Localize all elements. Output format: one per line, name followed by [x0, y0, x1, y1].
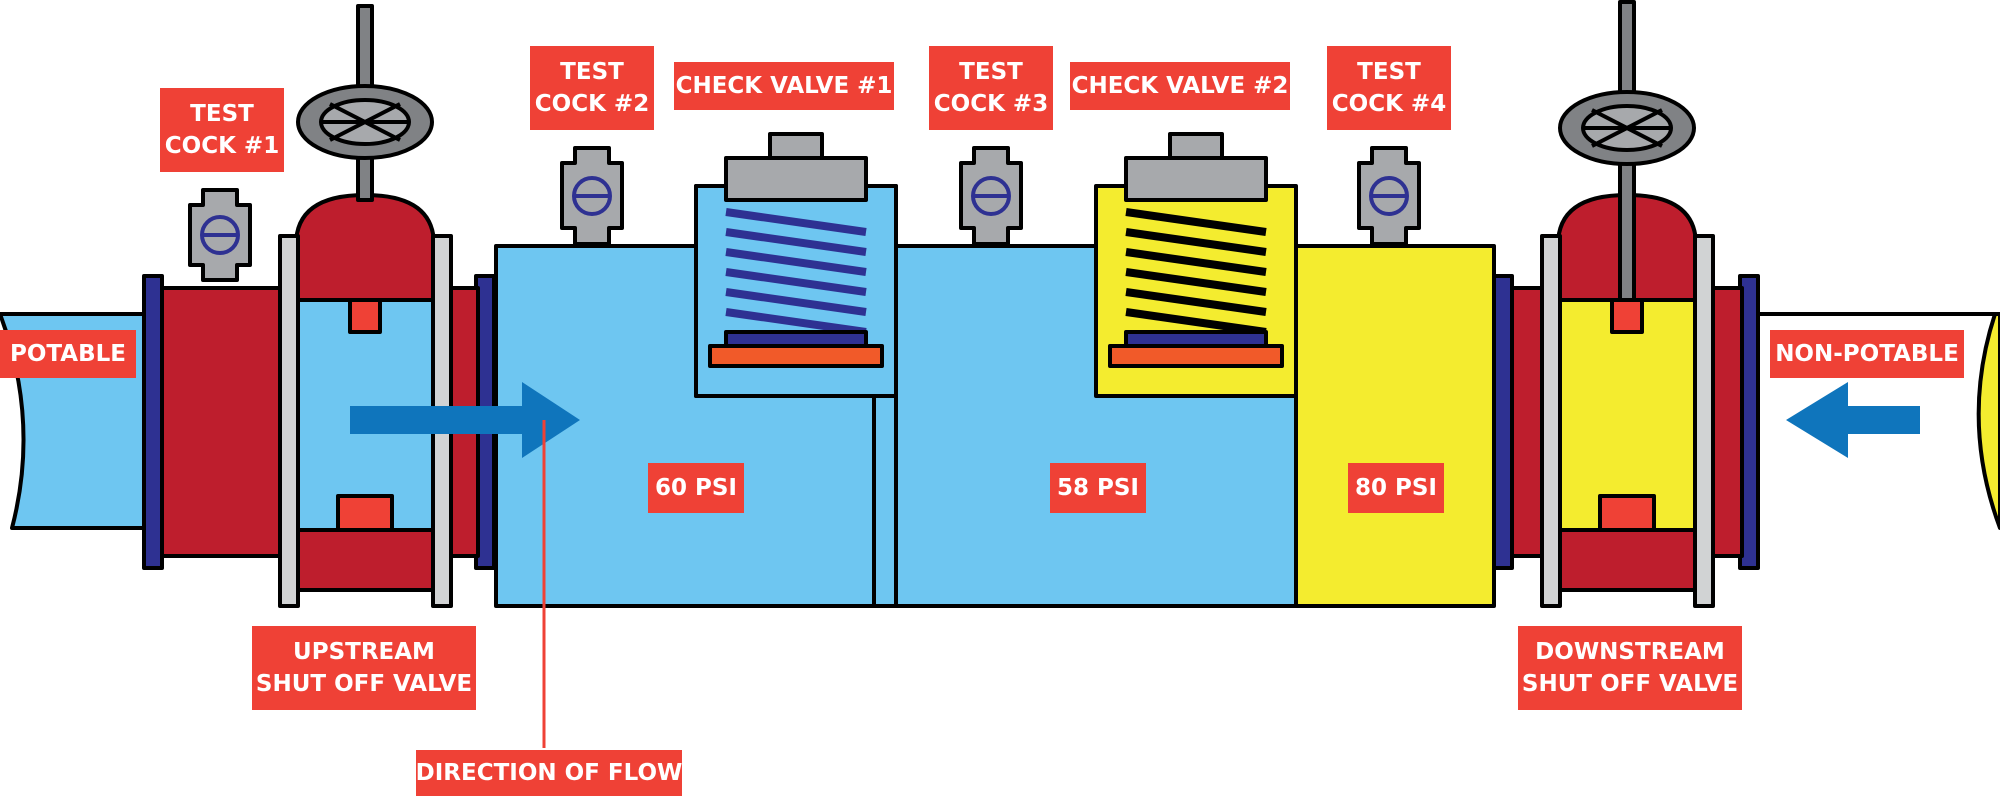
downstream-handwheel-icon — [1558, 90, 1696, 166]
test-cock-3-label-line2: COCK #3 — [934, 91, 1048, 117]
check-valve-1-label: CHECK VALVE #1 — [674, 62, 894, 110]
test-cock-4-label-line1: TEST — [1357, 59, 1421, 85]
test-cock-4-label-line2: COCK #4 — [1332, 91, 1446, 117]
flow-arrow-right-icon — [350, 382, 580, 458]
zone-1-pressure-label: 60 PSI — [648, 463, 744, 513]
test-cock-3-label-line1: TEST — [959, 59, 1023, 85]
spring-2-icon — [1108, 132, 1284, 368]
potable-label: POTABLE — [0, 330, 136, 378]
test-cock-1-valve-icon — [200, 215, 240, 255]
test-cock-4-label: TEST COCK #4 — [1327, 46, 1451, 130]
downstream-valve-label: DOWNSTREAM SHUT OFF VALVE — [1518, 626, 1742, 710]
flange-right — [1492, 274, 1514, 570]
outlet-pipe — [1753, 312, 2000, 530]
inlet-flange — [142, 274, 164, 570]
test-cock-2[interactable] — [560, 146, 624, 246]
test-cock-4-valve-icon — [1369, 176, 1409, 216]
downstream-shut-off-valve — [1510, 0, 1744, 608]
upstream-valve-label: UPSTREAM SHUT OFF VALVE — [252, 626, 476, 710]
test-cock-1-label-line2: COCK #1 — [165, 133, 279, 159]
test-cock-3-label: TEST COCK #3 — [929, 46, 1053, 130]
test-cock-2-label: TEST COCK #2 — [530, 46, 654, 130]
check-valve-2 — [1094, 132, 1494, 608]
potable-label-text: POTABLE — [10, 341, 126, 367]
test-cock-1-label-line1: TEST — [190, 101, 254, 127]
test-cock-4[interactable] — [1357, 146, 1421, 246]
test-cock-2-valve-icon — [572, 176, 612, 216]
zone-3-pressure-label: 80 PSI — [1348, 463, 1444, 513]
non-potable-label: NON-POTABLE — [1770, 330, 1964, 378]
test-cock-2-label-line1: TEST — [560, 59, 624, 85]
upstream-valve-label-line1: UPSTREAM — [293, 639, 435, 665]
check-valve-2-label-text: CHECK VALVE #2 — [1072, 73, 1289, 99]
check-valve-2-label: CHECK VALVE #2 — [1070, 62, 1290, 110]
check-valve-1 — [694, 132, 898, 608]
check-valve-1-label-text: CHECK VALVE #1 — [676, 73, 893, 99]
test-cock-3[interactable] — [959, 146, 1023, 246]
upstream-handwheel-icon — [296, 84, 434, 160]
test-cock-1-label: TEST COCK #1 — [160, 88, 284, 172]
test-cock-2-label-line2: COCK #2 — [535, 91, 649, 117]
zone-2-pressure-text: 58 PSI — [1057, 475, 1139, 501]
downstream-valve-label-line1: DOWNSTREAM — [1535, 639, 1725, 665]
direction-of-flow-text: DIRECTION OF FLOW — [416, 760, 683, 786]
flow-arrow-left-icon — [1786, 382, 1920, 458]
non-potable-label-text: NON-POTABLE — [1775, 341, 1959, 367]
spring-1-icon — [708, 132, 884, 368]
zone-2-pressure-label: 58 PSI — [1050, 463, 1146, 513]
upstream-valve-label-line2: SHUT OFF VALVE — [256, 671, 472, 697]
test-cock-1[interactable] — [188, 188, 252, 282]
direction-of-flow-label: DIRECTION OF FLOW — [416, 750, 683, 796]
downstream-valve-label-line2: SHUT OFF VALVE — [1522, 671, 1738, 697]
zone-1-pressure-text: 60 PSI — [655, 475, 737, 501]
test-cock-3-valve-icon — [971, 176, 1011, 216]
zone-3-pressure-text: 80 PSI — [1355, 475, 1437, 501]
